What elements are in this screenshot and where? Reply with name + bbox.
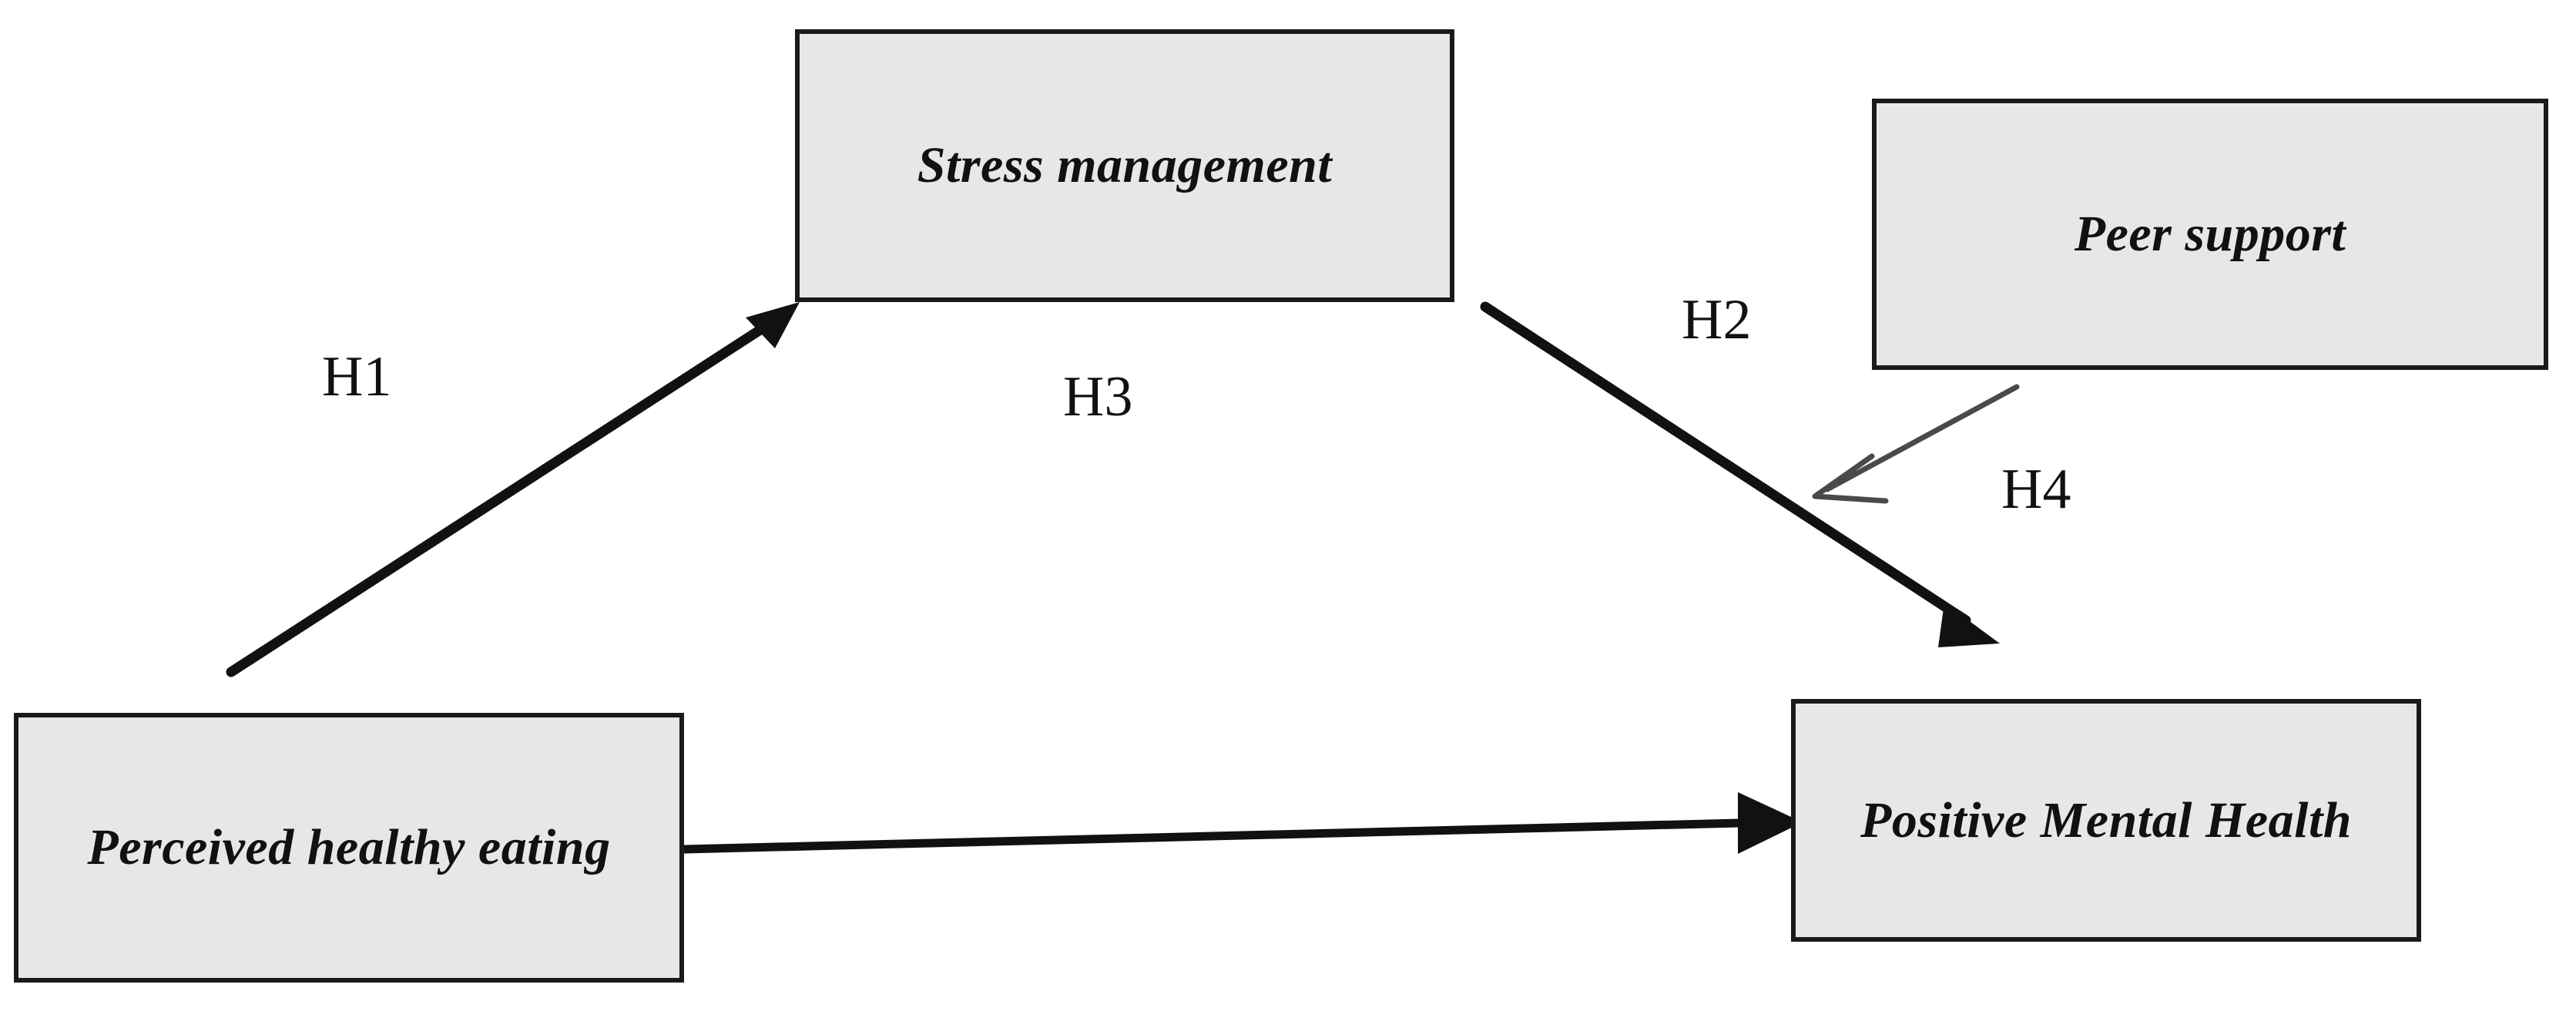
node-peer-support[interactable]: Peer support xyxy=(1872,99,2548,370)
edge-label-h4: H4 xyxy=(2001,458,2071,521)
node-stress-management[interactable]: Stress management xyxy=(795,29,1454,302)
edge-label-h3: H3 xyxy=(1063,365,1133,428)
node-peer-support-label: Peer support xyxy=(2074,206,2346,263)
node-positive-mental-health-label: Positive Mental Health xyxy=(1860,791,2352,848)
node-perceived-healthy-eating-label: Perceived healthy eating xyxy=(87,819,611,876)
edge-label-h1: H1 xyxy=(322,345,392,408)
node-perceived-healthy-eating[interactable]: Perceived healthy eating xyxy=(14,713,684,983)
arrow-h3 xyxy=(683,792,1803,854)
arrow-h1 xyxy=(226,302,800,677)
node-stress-management-label: Stress management xyxy=(917,137,1333,194)
edge-label-h2: H2 xyxy=(1682,288,1752,351)
arrow-h4 xyxy=(1812,384,2020,504)
node-positive-mental-health[interactable]: Positive Mental Health xyxy=(1791,699,2421,942)
